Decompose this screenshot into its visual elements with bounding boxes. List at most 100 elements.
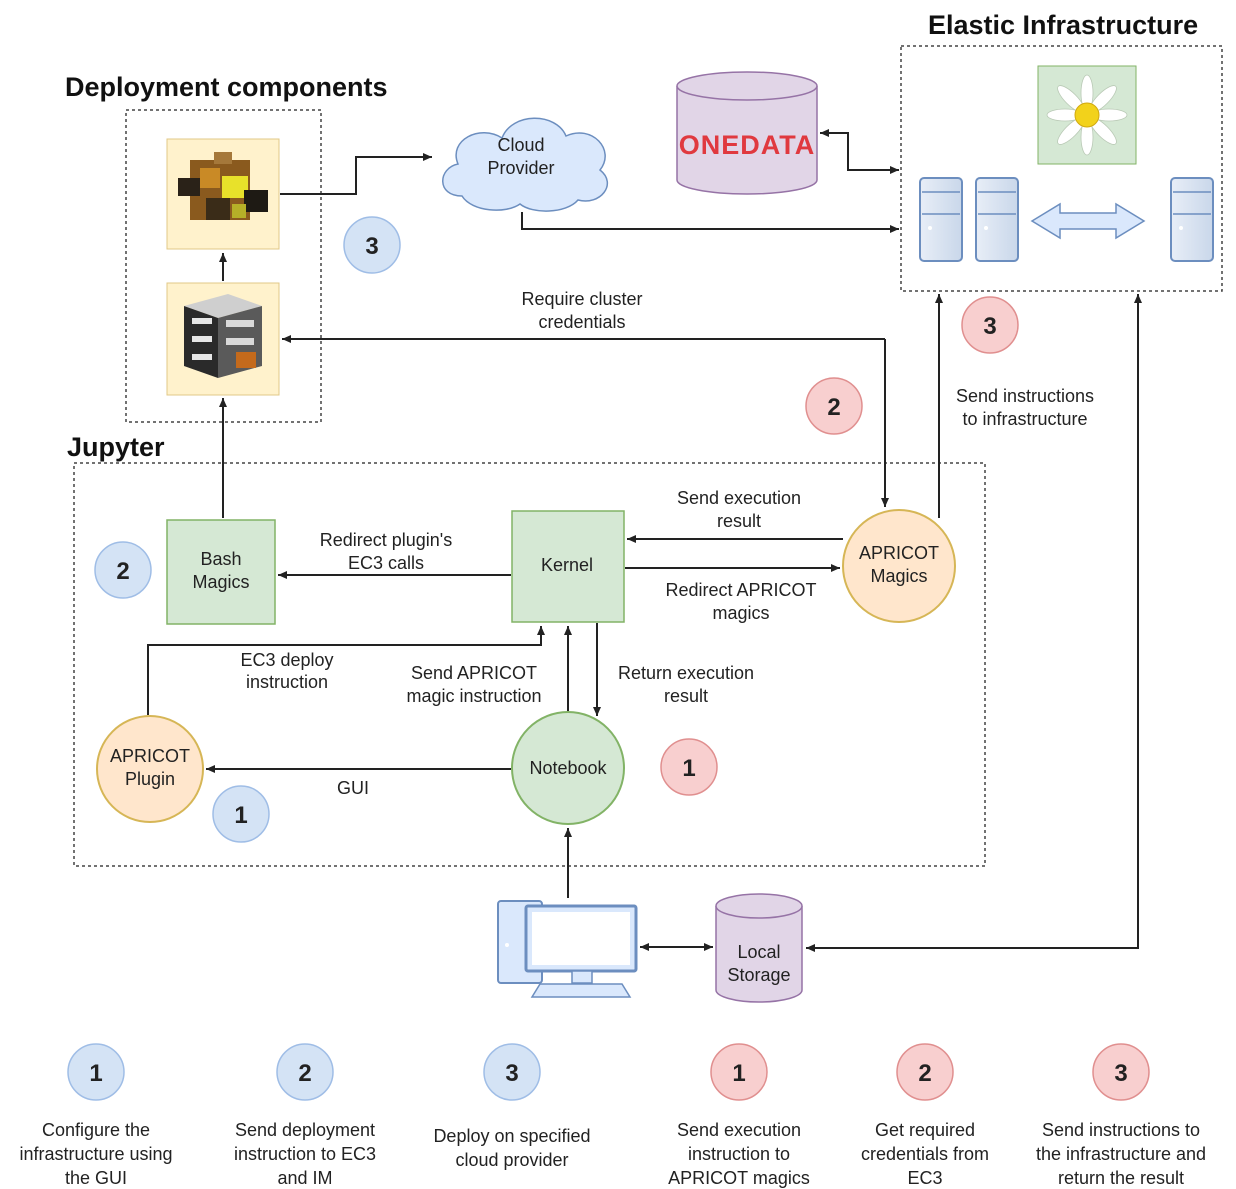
step-badge: 3	[343, 216, 401, 274]
edge-infrastructure-to-storage	[806, 940, 1139, 952]
legend-caption-line: Send deployment	[235, 1120, 375, 1140]
im-logo-icon	[166, 138, 280, 250]
return-execution-result-label-line1: Return execution	[618, 663, 754, 683]
bash-magics-label-line1: Bash	[200, 549, 241, 569]
legend-badge	[710, 1043, 768, 1101]
notebook-label: Notebook	[529, 758, 607, 778]
send-instructions-label-line1: Send instructions	[956, 386, 1094, 406]
legend-caption-line: Configure the	[42, 1120, 150, 1140]
step-badge-number: 2	[116, 558, 129, 585]
ec3-deploy-label-line2: instruction	[246, 672, 328, 692]
double-arrow-icon	[1030, 202, 1146, 240]
legend-caption-line: instruction to	[688, 1144, 790, 1164]
cloud-provider-label-line2: Provider	[487, 158, 554, 178]
legend-caption-line: Get required	[875, 1120, 975, 1140]
step-badge-number: 1	[682, 755, 695, 782]
deployment-components-container	[125, 109, 322, 423]
server-icon	[1170, 177, 1214, 262]
legend-caption-line: APRICOT magics	[668, 1168, 810, 1188]
bash-magics-label-line2: Magics	[192, 572, 249, 592]
step-badge: 3	[961, 296, 1019, 354]
step-badge-number: 3	[365, 233, 378, 260]
legend-badge-number: 2	[918, 1060, 931, 1087]
computer-icon	[497, 900, 638, 998]
edge-im-to-cloud	[280, 153, 432, 195]
local-storage-node: Local Storage	[715, 893, 803, 1003]
legend-badge-number: 3	[505, 1060, 518, 1087]
legend-caption-line: cloud provider	[455, 1150, 568, 1170]
send-execution-result-label-line2: result	[717, 511, 761, 531]
legend-badge-number: 1	[732, 1060, 745, 1087]
legend-badge-number: 2	[298, 1060, 311, 1087]
legend-badge-number: 1	[89, 1060, 102, 1087]
onedata-storage-node: ONEDATA	[676, 71, 818, 195]
legend-caption-line: credentials from	[861, 1144, 989, 1164]
edge-plugin-to-kernel	[147, 626, 545, 715]
legend-badge	[1092, 1043, 1150, 1101]
send-instructions-label-line2: to infrastructure	[962, 409, 1087, 429]
legend-caption-line: return the result	[1058, 1168, 1184, 1188]
send-execution-result-label-line1: Send execution	[677, 488, 801, 508]
legend-caption-line: the GUI	[65, 1168, 127, 1188]
step-badge-number: 3	[983, 313, 996, 340]
jupyter-container	[73, 462, 986, 867]
kernel-label: Kernel	[541, 555, 593, 575]
server-icon	[975, 177, 1019, 262]
onedata-logo: ONEDATA	[679, 130, 816, 160]
step-badge: 1	[212, 785, 270, 843]
legend-badge	[896, 1043, 954, 1101]
cloud-icon	[442, 117, 608, 212]
bash-magics-node: Bash Magics	[166, 519, 276, 625]
legend-caption-line: Send instructions to	[1042, 1120, 1200, 1140]
local-storage-label-line1: Local	[737, 942, 780, 962]
cloud-provider-node: Cloud Provider	[442, 117, 608, 212]
legend-caption-line: instruction to EC3	[234, 1144, 376, 1164]
gui-label: GUI	[337, 778, 369, 798]
cloud-provider-label-line1: Cloud	[497, 135, 544, 155]
apricot-plugin-label-line2: Plugin	[125, 769, 175, 789]
step-badge: 1	[660, 738, 718, 796]
step-badge-number: 2	[827, 394, 840, 421]
legend-badge-number: 3	[1114, 1060, 1127, 1087]
return-execution-result-label-line2: result	[664, 686, 708, 706]
send-apricot-magic-label-line2: magic instruction	[406, 686, 541, 706]
flower-icon	[1037, 65, 1137, 165]
elastic-infrastructure-title: Elastic Infrastructure	[928, 10, 1198, 40]
apricot-magics-label-line2: Magics	[870, 566, 927, 586]
step-badge-number: 1	[234, 802, 247, 829]
send-apricot-magic-label-line1: Send APRICOT	[411, 663, 537, 683]
legend-caption-line: EC3	[907, 1168, 942, 1188]
notebook-node: Notebook	[511, 711, 625, 825]
legend-badge	[67, 1043, 125, 1101]
step-badge: 2	[94, 541, 152, 599]
legend-caption-line: Deploy on specified	[433, 1126, 590, 1146]
local-storage-label-line2: Storage	[727, 965, 790, 985]
apricot-plugin-node: APRICOT Plugin	[96, 715, 204, 823]
apricot-magics-node: APRICOT Magics	[842, 509, 956, 623]
redirect-plugin-calls-label-line1: Redirect plugin's	[320, 530, 453, 550]
legend-caption-line: and IM	[277, 1168, 332, 1188]
apricot-magics-label-line1: APRICOT	[859, 543, 939, 563]
legend-caption-line: infrastructure using	[19, 1144, 172, 1164]
jupyter-title: Jupyter	[67, 432, 165, 462]
legend-badge	[483, 1043, 541, 1101]
redirect-apricot-magics-label-line1: Redirect APRICOT	[665, 580, 816, 600]
step-badge: 2	[805, 377, 863, 435]
legend-caption-line: the infrastructure and	[1036, 1144, 1206, 1164]
redirect-apricot-magics-label-line2: magics	[712, 603, 769, 623]
ec3-logo-icon	[166, 282, 280, 396]
edge-cloud-to-infrastructure	[521, 212, 899, 233]
legend-caption-line: Send execution	[677, 1120, 801, 1140]
deployment-components-title: Deployment components	[65, 72, 388, 102]
server-icon	[919, 177, 963, 262]
require-credentials-label-line2: credentials	[538, 312, 625, 332]
redirect-plugin-calls-label-line2: EC3 calls	[348, 553, 424, 573]
apricot-plugin-label-line1: APRICOT	[110, 746, 190, 766]
